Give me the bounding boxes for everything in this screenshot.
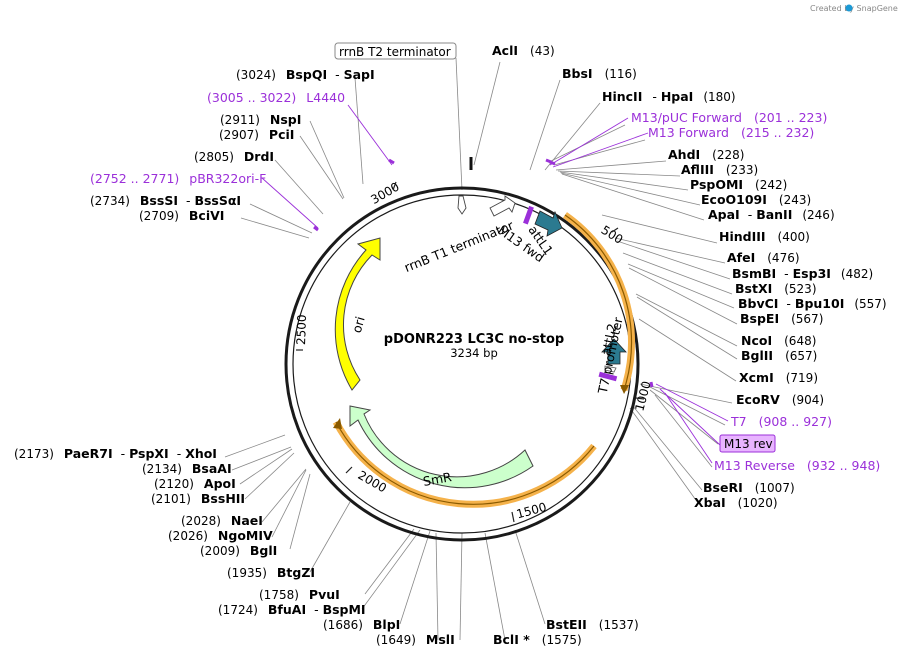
primer-connector-lines <box>261 104 729 464</box>
site-ahdi: AhdI(228) <box>668 147 744 162</box>
site-nspi: (2911)NspI <box>220 112 301 127</box>
primer-l4440: (3005 .. 3022)L4440 <box>207 90 345 105</box>
m13-fwd-primer-mark <box>523 205 534 225</box>
site-bspqi: (3024)BspQI - SapI <box>236 67 375 82</box>
site-hindiii: HindIII(400) <box>719 229 810 244</box>
site-bgli: (2009)BglI <box>200 543 277 558</box>
primer-m13-forward: M13 Forward(215 .. 232) <box>648 125 814 140</box>
site-bbvci: BbvCI - Bpu10I(557) <box>738 296 887 311</box>
terminator-features <box>457 195 516 217</box>
site-bglii: BglII(657) <box>741 348 817 363</box>
site-bsssi: (2734)BssSI - BssSαI <box>90 193 241 208</box>
site-hincii: HincII - HpaI(180) <box>602 89 736 104</box>
site-bbsi: BbsI(116) <box>562 66 637 81</box>
tick-3000: 3000 <box>368 180 401 207</box>
site-bcivi: (2709)BciVI <box>139 208 224 223</box>
rrnb-t2-box <box>334 42 457 60</box>
smr-label: SmR <box>422 469 453 489</box>
orange-arcs <box>332 212 636 508</box>
plasmid-size: 3234 bp <box>450 346 498 360</box>
right-site-labels: AclI(43) BbsI(116) HincII - HpaI(180) M1… <box>492 43 887 632</box>
primer-m13-reverse: M13 Reverse(932 .. 948) <box>714 458 880 473</box>
site-xbai: XbaI(1020) <box>694 495 778 510</box>
t7-primer-mark <box>598 371 618 382</box>
ori-feature <box>334 237 381 391</box>
site-bsaai: (2134)BsaAI <box>142 461 232 476</box>
rrnb-t1-label: rrnB T1 terminator <box>402 217 516 275</box>
site-ncoi: NcoI(648) <box>741 333 816 348</box>
site-beri: BseRI(1007) <box>703 480 795 495</box>
rrnb-t2-label: rrnB T2 terminator <box>339 45 451 59</box>
site-pcii: (2907)PciI <box>219 127 294 142</box>
site-ecoo109i: EcoO109I(243) <box>701 192 811 207</box>
left-site-labels: (3024)BspQI - SapI (3005 .. 3022)L4440 (… <box>14 67 582 647</box>
site-msli: (1649)MslI <box>376 632 455 647</box>
primer-m13-puc-forward: M13/pUC Forward(201 .. 223) <box>631 110 827 125</box>
m13-rev-label: M13 rev <box>724 437 773 451</box>
attl2-feature <box>598 338 627 382</box>
attl2-label: attL2 <box>598 322 619 357</box>
primer-ring-marks <box>313 158 654 388</box>
tick-500: 500 <box>599 223 626 247</box>
site-bsshii: (2101)BssHII <box>151 491 245 506</box>
site-apai: ApaI - BanII(246) <box>708 207 835 222</box>
site-paer7i: (2173)PaeR7I - PspXI - XhoI <box>14 446 217 461</box>
site-btgzi: (1935)BtgZI <box>227 565 315 580</box>
primer-t7: T7(908 .. 927) <box>730 414 832 429</box>
plasmid-name: pDONR223 LC3C no-stop <box>384 332 564 347</box>
site-apoi: (2120)ApoI <box>154 476 236 491</box>
site-bsteii: BstEII(1537) <box>546 617 639 632</box>
site-pvui: (1758)PvuI <box>259 587 340 602</box>
site-afliii: AflIII(233) <box>681 162 758 177</box>
smr-feature <box>349 405 534 489</box>
snapgene-credit: Created by SnapGene <box>810 4 898 13</box>
site-bsmbi: BsmBI - Esp3I(482) <box>732 266 873 281</box>
connector-lines <box>224 57 738 641</box>
primer-pbr322ori-f: (2752 .. 2771)pBR322ori-F <box>90 171 266 186</box>
site-afei: AfeI(476) <box>727 250 800 265</box>
snapgene-logo-icon <box>845 4 853 12</box>
site-naei: (2028)NaeI <box>181 513 263 528</box>
site-bcli: BclI *(1575) <box>493 632 582 647</box>
site-pspomi: PspOMI(242) <box>690 177 787 192</box>
site-bstxi: BstXI(523) <box>735 281 817 296</box>
site-drdi: (2805)DrdI <box>194 149 274 164</box>
site-blpi: (1686)BlpI <box>323 617 400 632</box>
site-xcmi: XcmI(719) <box>739 370 818 385</box>
site-ngomiv: (2026)NgoMIV <box>168 528 273 543</box>
site-bfuai: (1724)BfuAI - BspMI <box>218 602 366 617</box>
site-ecorv: EcoRV(904) <box>736 392 824 407</box>
site-bspei: BspEI(567) <box>740 311 823 326</box>
site-acli: AclI(43) <box>492 43 555 58</box>
m13-rev-box <box>719 434 776 453</box>
tick-2500: 2500 <box>294 314 309 345</box>
ori-label: ori <box>349 315 368 335</box>
ring-tick-marks <box>296 181 645 523</box>
attl1-feature <box>523 205 563 237</box>
